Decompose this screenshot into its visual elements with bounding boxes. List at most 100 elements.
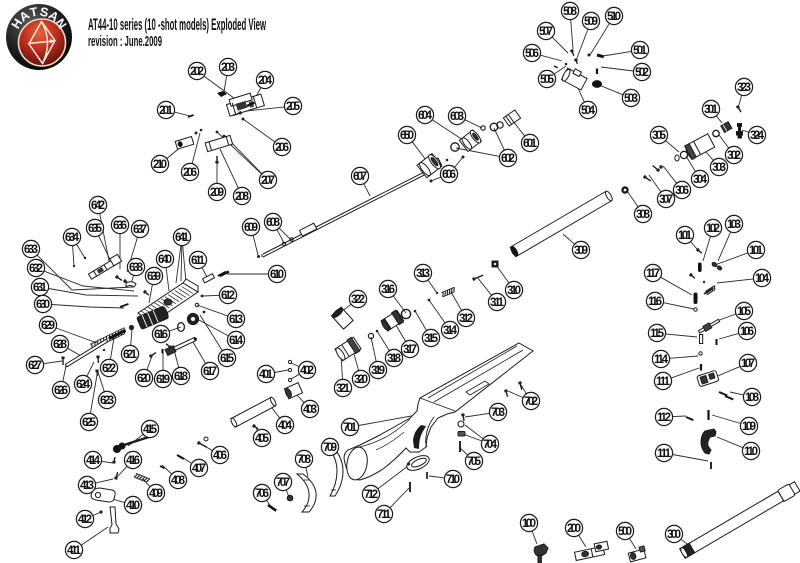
svg-text:114: 114 (654, 354, 669, 366)
svg-text:416: 416 (126, 455, 140, 467)
svg-text:632: 632 (29, 263, 43, 275)
svg-text:404: 404 (278, 420, 293, 432)
svg-text:620: 620 (137, 373, 151, 385)
svg-text:705: 705 (467, 456, 482, 468)
svg-text:410: 410 (126, 500, 140, 512)
svg-text:323: 323 (737, 82, 751, 94)
svg-text:602: 602 (501, 153, 515, 165)
svg-text:307: 307 (659, 194, 673, 206)
svg-text:115: 115 (650, 328, 665, 340)
svg-text:622: 622 (102, 363, 116, 375)
svg-text:618: 618 (174, 371, 189, 383)
svg-text:209: 209 (210, 187, 224, 199)
svg-text:405: 405 (255, 433, 270, 445)
svg-text:406: 406 (213, 450, 227, 462)
svg-text:710: 710 (446, 474, 460, 486)
svg-text:635: 635 (88, 223, 103, 235)
svg-text:402: 402 (300, 365, 314, 377)
svg-text:626: 626 (54, 385, 68, 397)
svg-text:615: 615 (220, 353, 235, 365)
svg-text:409: 409 (149, 488, 163, 500)
svg-text:205: 205 (286, 101, 301, 113)
svg-text:606: 606 (442, 169, 456, 181)
svg-text:630: 630 (36, 299, 50, 311)
svg-text:502: 502 (635, 67, 649, 79)
svg-text:302: 302 (727, 150, 741, 162)
svg-text:638: 638 (129, 262, 144, 274)
svg-text:702: 702 (524, 396, 538, 408)
svg-text:501: 501 (633, 45, 648, 57)
svg-text:315: 315 (424, 333, 439, 345)
svg-text:304: 304 (693, 174, 708, 186)
svg-text:708: 708 (297, 454, 312, 466)
svg-text:311: 311 (490, 297, 505, 309)
svg-text:301: 301 (704, 104, 719, 116)
svg-text:633: 633 (24, 244, 38, 256)
svg-text:105: 105 (737, 306, 752, 318)
svg-text:610: 610 (270, 269, 284, 281)
svg-text:627: 627 (28, 360, 42, 372)
svg-text:623: 623 (100, 395, 114, 407)
svg-text:611: 611 (191, 255, 206, 267)
svg-text:407: 407 (192, 463, 206, 475)
svg-text:704: 704 (483, 439, 498, 451)
svg-text:AT44-10 series (10 -shot model: AT44-10 series (10 -shot models) Explode… (88, 16, 266, 34)
svg-text:321: 321 (336, 383, 351, 395)
svg-text:310: 310 (507, 285, 521, 297)
svg-text:411: 411 (67, 545, 82, 557)
svg-text:616: 616 (154, 329, 168, 341)
svg-text:701: 701 (343, 422, 358, 434)
svg-text:607: 607 (353, 171, 367, 183)
svg-text:637: 637 (133, 224, 147, 236)
svg-text:317: 317 (403, 344, 417, 356)
svg-text:313: 313 (416, 268, 430, 280)
svg-text:108: 108 (745, 392, 760, 404)
svg-text:300: 300 (667, 529, 681, 541)
svg-text:603: 603 (450, 111, 464, 123)
svg-text:612: 612 (221, 290, 235, 302)
svg-text:319: 319 (371, 365, 385, 377)
svg-text:621: 621 (123, 349, 138, 361)
svg-text:505: 505 (540, 74, 555, 86)
svg-text:604: 604 (418, 110, 433, 122)
svg-text:312: 312 (459, 313, 473, 325)
svg-text:100: 100 (522, 518, 536, 530)
svg-text:706: 706 (255, 488, 269, 500)
svg-text:507: 507 (539, 26, 553, 38)
svg-text:506: 506 (525, 48, 539, 60)
svg-text:203: 203 (221, 62, 235, 74)
svg-text:625: 625 (82, 417, 97, 429)
svg-text:200: 200 (567, 523, 581, 535)
svg-text:408: 408 (171, 475, 186, 487)
svg-text:111: 111 (656, 376, 671, 388)
svg-text:631: 631 (33, 282, 48, 294)
svg-text:608: 608 (266, 217, 281, 229)
svg-text:510: 510 (607, 11, 621, 23)
svg-text:207: 207 (261, 175, 275, 187)
svg-text:707: 707 (276, 477, 290, 489)
svg-text:641: 641 (175, 232, 190, 244)
svg-text:508: 508 (563, 6, 578, 18)
svg-text:636: 636 (113, 220, 127, 232)
svg-text:628: 628 (53, 339, 68, 351)
svg-text:110: 110 (744, 446, 758, 458)
svg-text:201: 201 (159, 105, 174, 117)
svg-text:650: 650 (400, 130, 414, 142)
svg-text:314: 314 (443, 325, 458, 337)
svg-text:308: 308 (636, 209, 651, 221)
svg-text:613: 613 (229, 314, 243, 326)
svg-text:101: 101 (678, 230, 693, 242)
svg-text:116: 116 (648, 296, 662, 308)
svg-text:112: 112 (657, 412, 671, 424)
svg-text:509: 509 (584, 16, 598, 28)
svg-text:500: 500 (618, 526, 632, 538)
svg-text:503: 503 (624, 93, 638, 105)
svg-text:210: 210 (153, 159, 167, 171)
svg-text:703: 703 (491, 407, 505, 419)
svg-text:413: 413 (80, 480, 94, 492)
svg-text:S: S (39, 5, 50, 20)
svg-text:117: 117 (646, 268, 660, 280)
svg-text:709: 709 (323, 442, 337, 454)
svg-text:revision : June.2009: revision : June.2009 (88, 34, 162, 50)
svg-text:309: 309 (574, 245, 588, 257)
